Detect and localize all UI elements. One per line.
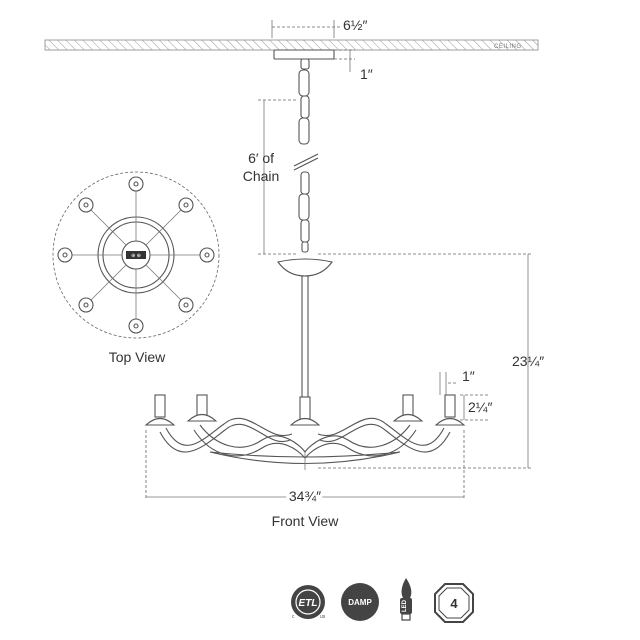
cup-height-label: 1″ [462,368,475,384]
overall-height-dimension: 23¼″ [318,253,544,469]
chain-length-dimension: 6′ of Chain [243,99,298,255]
overall-width-dimension: 34¾″ [145,430,465,507]
candle-5 [434,394,466,426]
canopy-width-dimension: 6½″ [271,17,367,38]
overall-width-label: 34¾″ [289,488,321,504]
front-view-caption: Front View [272,513,340,529]
ceiling-label: CEILING [494,44,522,50]
damp-label: DAMP [348,598,372,607]
top-view-caption: Top View [109,349,166,365]
led-bulb-icon: LED [400,578,412,621]
top-view-pads [57,176,215,334]
cup-dimensions: 1″ 2¼″ [439,368,492,421]
arm-height-label: 2¼″ [468,399,492,415]
led-label: LED [402,599,408,612]
canopy-width-label: 6½″ [343,17,367,33]
chain-length-line-1: 6′ of [248,150,274,166]
chain-length-label: 6′ of Chain [243,150,280,184]
chain [293,58,319,253]
svg-text:c: c [292,614,295,620]
svg-text:⊕ ⊕: ⊕ ⊕ [131,253,141,259]
ceiling: CEILING [44,39,539,51]
svg-text:us: us [320,614,326,620]
candle-1 [144,394,176,426]
canopy: 1″ [273,49,373,82]
etl-label: ETL [299,598,318,609]
top-view-drawing: ⊕ ⊕ [52,171,220,339]
front-view-fixture [144,258,466,470]
lamp-count-badge: 4 [434,583,474,623]
chain-length-line-2: Chain [243,168,280,184]
etl-badge: ETL c us [291,585,326,620]
candle-4 [392,394,424,422]
candle-2 [186,394,218,422]
canopy-height-label: 1″ [360,66,373,82]
damp-badge: DAMP [341,583,379,621]
lamp-count-label: 4 [450,596,458,611]
overall-height-label: 23¼″ [512,353,544,369]
candle-3 [289,396,321,426]
